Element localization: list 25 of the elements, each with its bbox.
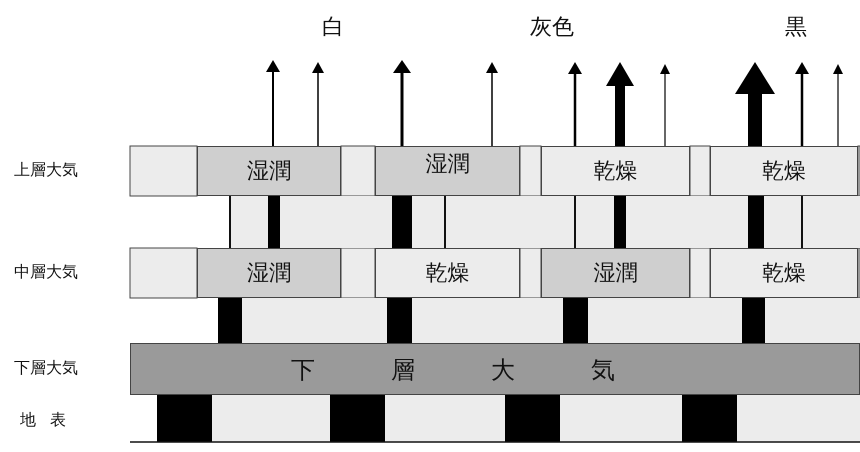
moisture-label: 乾燥 — [762, 260, 806, 288]
air-layer-cell — [197, 146, 341, 196]
moisture-label: 湿潤 — [594, 260, 638, 288]
cloud-brightness-label: 黒 — [785, 14, 807, 42]
air-layer-cell — [375, 248, 520, 298]
moisture-label: 湿潤 — [247, 158, 291, 186]
air-layer-cell — [541, 146, 690, 196]
moisture-label: 乾燥 — [762, 158, 806, 186]
air-layer-cell — [197, 248, 341, 298]
moisture-label: 乾燥 — [426, 260, 470, 288]
layer-name: 中層大気 — [14, 262, 78, 283]
air-layer-cell — [710, 248, 858, 298]
layer-name: 下層大気 — [291, 355, 691, 386]
lower-atmosphere-band — [130, 343, 860, 395]
ground-label: 地表 — [20, 410, 80, 431]
layer-name: 下層大気 — [14, 358, 78, 379]
moisture-label: 湿潤 — [247, 260, 291, 288]
air-layer-cell — [710, 146, 858, 196]
moisture-label: 湿潤 — [426, 151, 470, 179]
air-layer-cell — [375, 146, 520, 196]
moisture-label: 乾燥 — [594, 158, 638, 186]
air-layer-cell — [541, 248, 690, 298]
cloud-brightness-label: 灰色 — [530, 14, 574, 42]
cloud-brightness-label: 白 — [322, 14, 344, 42]
layer-name: 上層大気 — [14, 160, 78, 181]
